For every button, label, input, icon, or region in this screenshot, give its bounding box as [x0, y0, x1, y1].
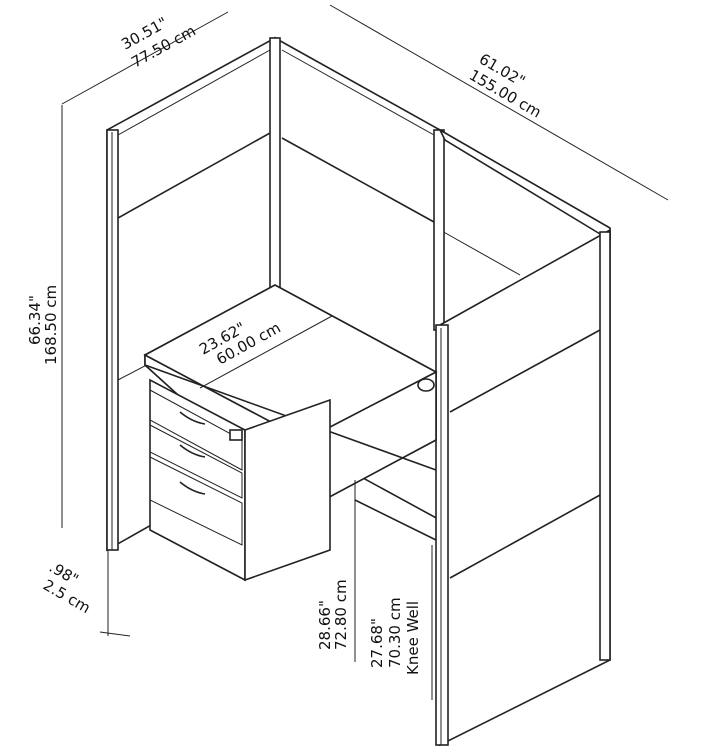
grommet-icon: [417, 378, 435, 392]
dim-floor-clearance: .98" 2.5 cm: [40, 550, 131, 637]
height-cm: 168.50 cm: [42, 285, 60, 365]
pedestal: [149, 378, 331, 582]
drawer-3: [149, 456, 243, 546]
drawer-2: [149, 424, 243, 499]
drawer-1: [149, 389, 243, 471]
height-inches: 66.34": [26, 295, 44, 345]
dim-knee-well: 27.68" 70.30 cm Knee Well: [368, 545, 433, 700]
knee-well-label: Knee Well: [404, 601, 422, 675]
dim-desk-height: 28.66" 72.80 cm: [316, 485, 356, 662]
knee-well-inches: 27.68": [368, 618, 386, 668]
desk-height-inches: 28.66": [316, 600, 334, 650]
knee-well-cm: 70.30 cm: [386, 597, 404, 668]
dim-height: 66.34" 168.50 cm: [26, 105, 63, 528]
desk-height-cm: 72.80 cm: [332, 579, 350, 650]
right-panel: [435, 228, 611, 747]
